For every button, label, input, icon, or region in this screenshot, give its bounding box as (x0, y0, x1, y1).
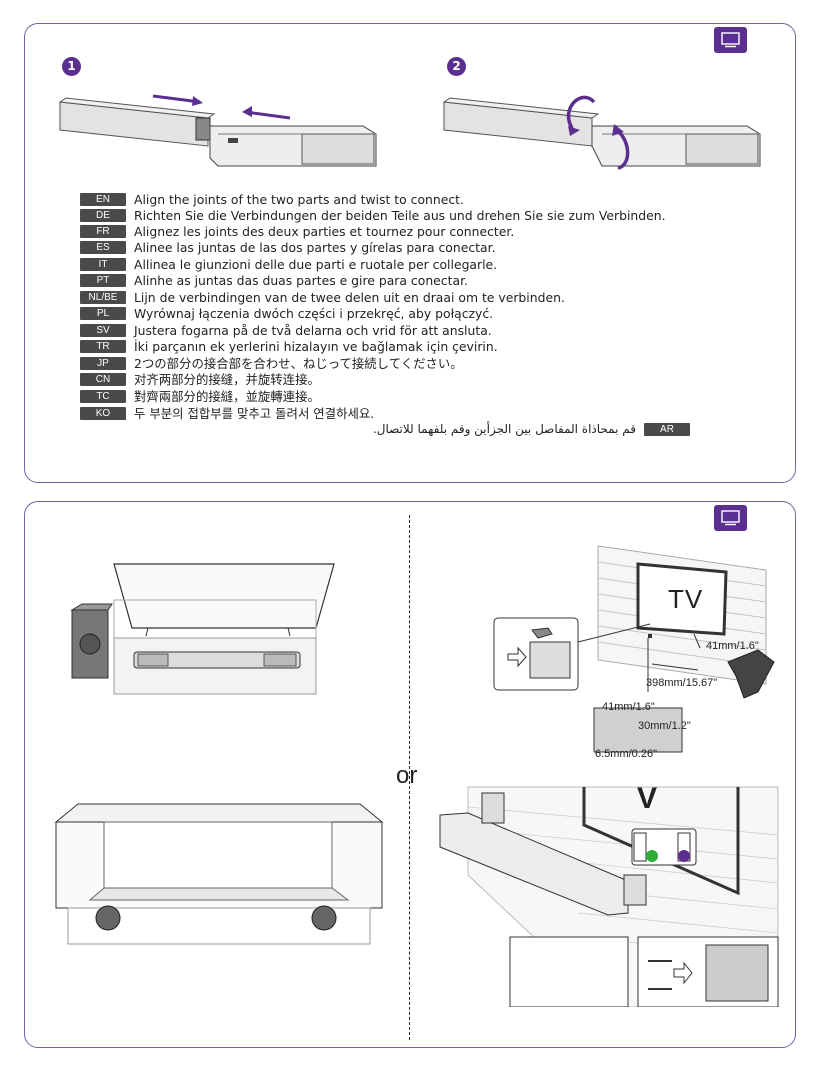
tv-icon-badge (714, 27, 747, 53)
lang-tag: EN (80, 192, 126, 206)
lang-tag: ES (80, 240, 126, 254)
instruction-row-es: ES Alinee las juntas de las dos partes y … (80, 239, 496, 255)
lang-tag: DE (80, 208, 126, 222)
instruction-row-fr: FR Alignez les joints des deux parties et… (80, 223, 514, 239)
tv-icon (721, 510, 740, 526)
lang-text: Justera fogarna på de två delarna och vr… (134, 322, 492, 338)
instruction-row-en: EN Align the joints of the two parts and … (80, 191, 464, 207)
check-icon (646, 850, 658, 862)
lang-text: Alinhe as juntas das duas partes e gire … (134, 272, 468, 288)
lang-text: 두 부분의 접합부를 맞추고 돌려서 연결하세요. (134, 406, 375, 421)
instruction-row-sv: SV Justera fogarna på de två delarna och … (80, 322, 492, 338)
tv-icon (721, 32, 740, 48)
instruction-row-ar: قم بمحاذاة المفاصل بين الجزأين وقم بلفهم… (373, 422, 690, 436)
dim-drill-label: 6.5mm/0.26" (595, 748, 657, 760)
lang-tag: FR (80, 224, 126, 238)
dim-height-label: 30mm/1.2" (638, 720, 691, 732)
instruction-row-cn: CN 对齐两部分的接缝，并旋转连接。 (80, 371, 320, 387)
section-divider (409, 515, 410, 1040)
lang-text: Alignez les joints des deux parties et t… (134, 223, 515, 239)
lang-tag: PT (80, 273, 126, 287)
wall-mounted-soundbar-illustration (439, 786, 779, 1007)
instruction-row-ko: KO 두 부분의 접합부를 맞추고 돌려서 연결하세요. (80, 405, 374, 421)
instruction-row-nl: NL/BE Lijn de verbindingen van de twee de… (80, 289, 565, 305)
lang-text: 对齐两部分的接缝，并旋转连接。 (134, 372, 320, 387)
lang-tag-ar: AR (644, 422, 690, 436)
instruction-row-tc: TC 對齊兩部分的接縫，並旋轉連接。 (80, 388, 320, 404)
lang-text: Allinea le giunzioni delle due parti e r… (134, 256, 498, 272)
placement-panel (24, 501, 796, 1048)
tv-stand-placement-illustration (70, 563, 335, 695)
step-2-soundbar-illustration (442, 95, 761, 170)
lang-text: 對齊兩部分的接縫，並旋轉連接。 (134, 389, 320, 404)
lang-text: İki parçanın ek yerlerini hizalayın ve b… (134, 338, 498, 354)
tv-letter-v: V (637, 782, 658, 815)
step-1-number: 1 (62, 57, 81, 76)
or-label: or (396, 762, 418, 789)
lang-text: Richten Sie die Verbindungen der beiden … (134, 207, 666, 223)
instruction-row-it: IT Allinea le giunzioni delle due parti e… (80, 256, 497, 272)
step-2-number: 2 (447, 57, 466, 76)
lang-text: Align the joints of the two parts and tw… (134, 191, 464, 207)
instruction-row-pt: PT Alinhe as juntas das duas partes e gir… (80, 272, 468, 288)
wall-mount-drilling-illustration (493, 545, 775, 753)
tv-label: TV (668, 584, 704, 614)
dim-top-label: 41mm/1.6" (706, 640, 759, 652)
dim-left-label: 41mm/1.6" (602, 701, 655, 713)
cabinet-placement-illustration (54, 803, 383, 945)
lang-text: 2つの部分の接合部を合わせ、ねじって接続してください。 (134, 356, 463, 371)
lang-tag: NL/BE (80, 290, 126, 304)
instruction-row-de: DE Richten Sie die Verbindungen der beide… (80, 207, 666, 223)
lang-tag: SV (80, 323, 126, 337)
lang-tag: IT (80, 257, 126, 271)
instruction-panel-connect (24, 23, 796, 483)
tv-icon-badge-2 (714, 505, 747, 531)
lang-tag: TR (80, 339, 126, 353)
lang-text-ar: قم بمحاذاة المفاصل بين الجزأين وقم بلفهم… (372, 422, 636, 436)
lang-text: Wyrównaj łączenia dwóch części i przekrę… (134, 305, 494, 321)
lang-text: Alinee las juntas de las dos partes y gí… (134, 239, 496, 255)
lang-tag: TC (80, 389, 126, 403)
lang-tag: JP (80, 356, 126, 370)
lang-tag: PL (80, 306, 126, 320)
instruction-row-tr: TR İki parçanın ek yerlerini hizalayın ve… (80, 338, 498, 354)
dim-width-label: 398mm/15.67" (646, 677, 718, 689)
instruction-row-jp: JP 2つの部分の接合部を合わせ、ねじって接続してください。 (80, 355, 463, 371)
step-1-soundbar-illustration (58, 94, 377, 167)
lang-text: Lijn de verbindingen van de twee delen u… (134, 289, 565, 305)
lang-tag: CN (80, 372, 126, 386)
cross-icon (678, 850, 690, 862)
lang-tag: KO (80, 406, 126, 420)
instruction-row-pl: PL Wyrównaj łączenia dwóch części i przek… (80, 305, 493, 321)
